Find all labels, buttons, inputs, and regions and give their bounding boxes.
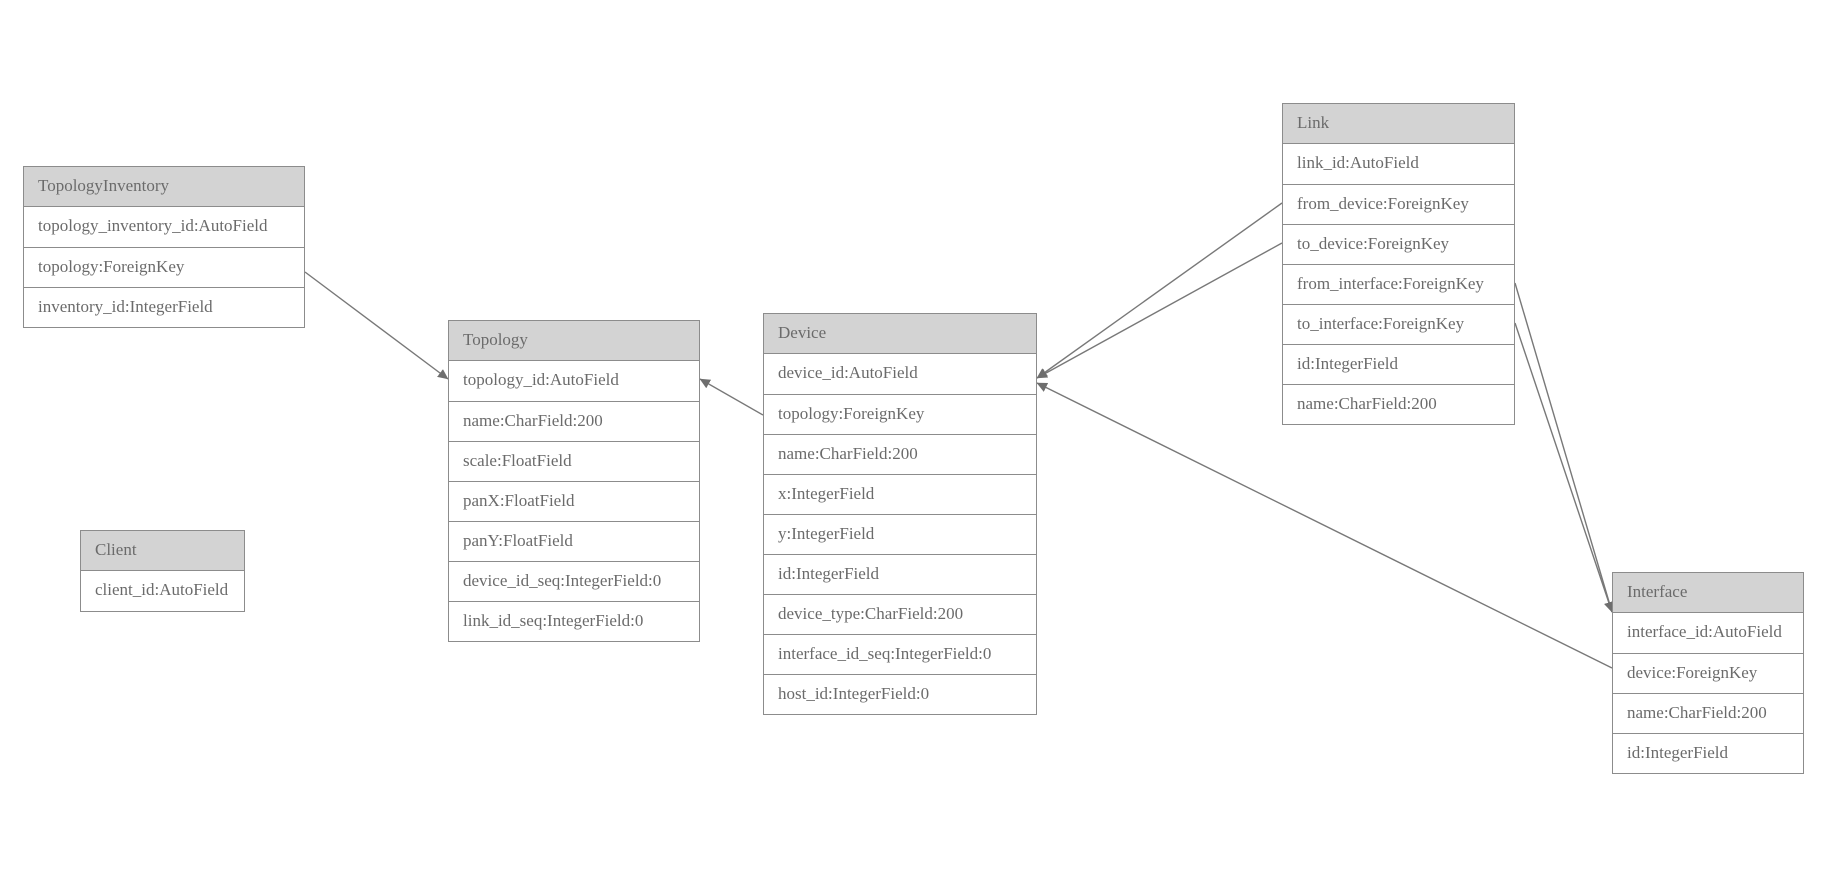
entity-field: link_id:AutoField xyxy=(1297,153,1419,172)
entity-field: topology_id:AutoField xyxy=(463,370,619,389)
entity-field: host_id:IntegerField:0 xyxy=(764,674,1036,714)
entity-topology[interactable]: Topology topology_id:AutoField name:Char… xyxy=(448,320,700,642)
entity-interface[interactable]: Interface interface_id:AutoField device:… xyxy=(1612,572,1804,774)
entity-field: name:CharField:200 xyxy=(449,401,699,441)
relationship-edge xyxy=(699,378,764,416)
relationship-edge xyxy=(1514,282,1614,613)
entity-field: panX:FloatField xyxy=(449,481,699,521)
entity-field: device:ForeignKey xyxy=(1613,653,1803,693)
relationship-edge xyxy=(1036,382,1613,669)
entity-field: device_id_seq:IntegerField:0 xyxy=(449,561,699,601)
entity-title: Link xyxy=(1283,104,1514,144)
entity-field: name:CharField:200 xyxy=(1283,384,1514,424)
entity-field: link_id_seq:IntegerField:0 xyxy=(449,601,699,641)
entity-field: id:IntegerField xyxy=(764,554,1036,594)
entity-field: scale:FloatField xyxy=(449,441,699,481)
entity-title: Client xyxy=(81,531,244,571)
entity-title: Device xyxy=(764,314,1036,354)
relationship-edge xyxy=(304,271,449,380)
entity-topology-inventory[interactable]: TopologyInventory topology_inventory_id:… xyxy=(23,166,305,328)
entity-client[interactable]: Client client_id:AutoField xyxy=(80,530,245,612)
entity-field-list: topology_inventory_id:AutoField topology… xyxy=(24,207,304,327)
entity-field: panY:FloatField xyxy=(449,521,699,561)
entity-field: name:CharField:200 xyxy=(764,434,1036,474)
entity-field: topology:ForeignKey xyxy=(764,394,1036,434)
entity-field: interface_id:AutoField xyxy=(1627,622,1782,641)
entity-field: inventory_id:IntegerField xyxy=(24,287,304,327)
entity-field: topology_inventory_id:AutoField xyxy=(38,216,268,235)
entity-field: from_interface:ForeignKey xyxy=(1283,264,1514,304)
entity-field-list: device_id:AutoField topology:ForeignKey … xyxy=(764,354,1036,714)
entity-field: to_interface:ForeignKey xyxy=(1283,304,1514,344)
entity-field: x:IntegerField xyxy=(764,474,1036,514)
entity-field-list: interface_id:AutoField device:ForeignKey… xyxy=(1613,613,1803,773)
entity-field: from_device:ForeignKey xyxy=(1283,184,1514,224)
entity-title: Interface xyxy=(1613,573,1803,613)
entity-link[interactable]: Link link_id:AutoField from_device:Forei… xyxy=(1282,103,1515,425)
entity-field: device_id:AutoField xyxy=(778,363,918,382)
entity-field-list: topology_id:AutoField name:CharField:200… xyxy=(449,361,699,641)
entity-field: id:IntegerField xyxy=(1283,344,1514,384)
entity-field-list: client_id:AutoField xyxy=(81,571,244,611)
entity-field-list: link_id:AutoField from_device:ForeignKey… xyxy=(1283,144,1514,424)
entity-field: to_device:ForeignKey xyxy=(1283,224,1514,264)
relationship-edge xyxy=(1036,242,1283,379)
entity-field: interface_id_seq:IntegerField:0 xyxy=(764,634,1036,674)
entity-title: TopologyInventory xyxy=(24,167,304,207)
entity-field: topology:ForeignKey xyxy=(24,247,304,287)
relationship-edge xyxy=(1036,202,1283,379)
entity-field: name:CharField:200 xyxy=(1613,693,1803,733)
entity-field: device_type:CharField:200 xyxy=(764,594,1036,634)
entity-field: client_id:AutoField xyxy=(95,580,229,599)
entity-device[interactable]: Device device_id:AutoField topology:Fore… xyxy=(763,313,1037,715)
entity-field: id:IntegerField xyxy=(1613,733,1803,773)
entity-title: Topology xyxy=(449,321,699,361)
entity-field: y:IntegerField xyxy=(764,514,1036,554)
relationship-edge xyxy=(1514,322,1614,613)
